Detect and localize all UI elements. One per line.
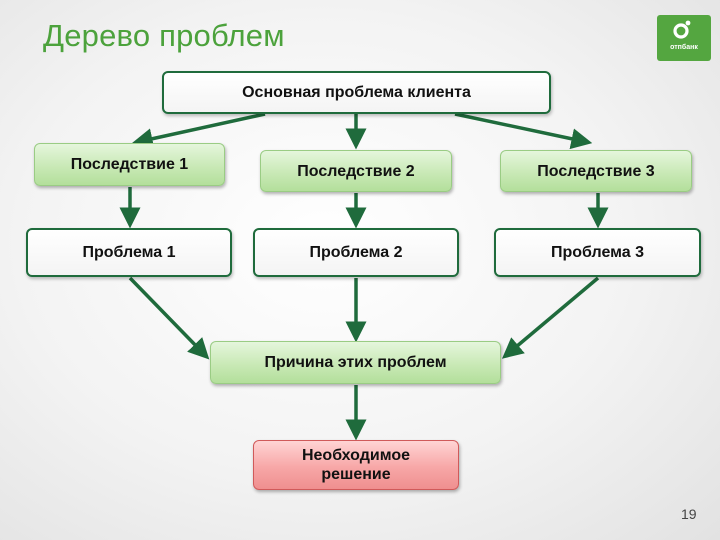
page-title: Дерево проблем: [43, 18, 285, 53]
consequence-2-box: Последствие 2: [260, 150, 452, 192]
problem-3-box: Проблема 3: [494, 228, 701, 277]
core-problem-box: Основная проблема клиента: [162, 71, 551, 114]
solution-box: Необходимое решение: [253, 440, 459, 490]
logo-mark-icon: [673, 20, 691, 39]
consequence-1-box: Последствие 1: [34, 143, 225, 186]
otp-bank-logo: отпбанк: [657, 15, 711, 61]
arrow-problem-1-to-cause: [128, 276, 210, 360]
problem-1-box: Проблема 1: [26, 228, 232, 277]
arrow-problem-3-to-cause: [501, 276, 600, 359]
arrow-core-to-consequence-3: [454, 112, 593, 150]
consequence-3-box: Последствие 3: [500, 150, 692, 192]
cause-box: Причина этих проблем: [210, 341, 501, 384]
problem-2-box: Проблема 2: [253, 228, 459, 277]
arrow-core-to-consequence-1: [131, 112, 266, 150]
page-number: 19: [681, 506, 697, 522]
logo-text: отпбанк: [670, 44, 698, 51]
